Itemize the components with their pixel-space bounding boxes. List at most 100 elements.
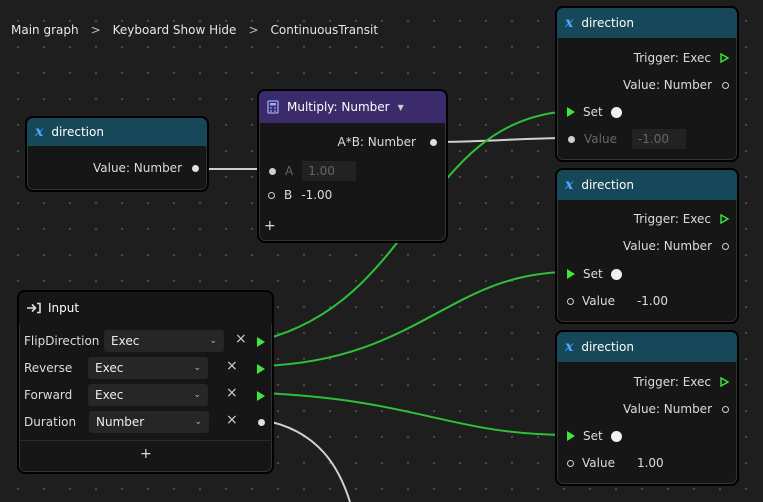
type-select-value: Number <box>96 415 145 429</box>
node-header[interactable]: x direction <box>557 8 737 38</box>
value-input-port[interactable] <box>568 135 575 143</box>
value-label: Value <box>582 456 615 470</box>
remove-row-button[interactable]: × <box>235 331 247 347</box>
input-arrow-icon <box>27 302 41 314</box>
node-title: direction <box>51 125 104 139</box>
divider <box>19 440 272 441</box>
direction-get-node[interactable]: x direction Value: Number <box>25 116 209 192</box>
set-label: Set <box>583 429 603 443</box>
node-title: Input <box>48 301 80 315</box>
value-input-port[interactable] <box>567 459 574 467</box>
value-label: Value <box>582 294 615 308</box>
number-output-port[interactable] <box>258 419 265 426</box>
set-input-port[interactable] <box>567 107 575 117</box>
wire-multiply-to-set1-value <box>430 137 571 143</box>
type-select[interactable]: Number ⌄ <box>89 411 209 433</box>
value-field: -1.00 <box>631 129 686 149</box>
chevron-down-icon: ⌄ <box>193 363 201 373</box>
value-output-label: Value: Number <box>622 402 712 416</box>
node-header[interactable]: Input <box>19 292 272 324</box>
value-output-port[interactable] <box>722 81 729 89</box>
wire-duration-out <box>261 419 351 502</box>
chevron-down-icon: ⌄ <box>209 336 217 346</box>
type-select-value: Exec <box>95 361 124 375</box>
value-field[interactable]: -1.00 <box>636 294 669 308</box>
value-field[interactable]: 1.00 <box>636 456 664 470</box>
breadcrumb-continuous-transit[interactable]: ContinuousTransit <box>270 23 379 37</box>
add-input-button[interactable]: + <box>140 446 152 462</box>
node-header[interactable]: x direction <box>27 118 207 146</box>
input-row-label: Duration <box>24 415 77 429</box>
trigger-label: Trigger: Exec <box>633 51 711 65</box>
trigger-output-port[interactable] <box>719 214 729 224</box>
value-output-port[interactable] <box>192 164 199 172</box>
set-label: Set <box>583 267 603 281</box>
direction-set-node[interactable]: x direction Trigger: Exec Value: Number … <box>555 168 739 324</box>
exec-output-port[interactable] <box>257 364 265 374</box>
variable-x-icon: x <box>35 124 44 140</box>
chevron-down-icon[interactable]: ▼ <box>397 102 404 112</box>
value-output-port[interactable] <box>722 242 729 250</box>
remove-row-button[interactable]: × <box>226 412 238 428</box>
breadcrumb-separator: > <box>90 23 101 37</box>
value-output-label: Value: Number <box>622 78 712 92</box>
breadcrumb-separator: > <box>248 23 259 37</box>
trigger-output-port[interactable] <box>719 53 729 63</box>
set-input-port[interactable] <box>567 269 575 279</box>
input-a-port[interactable] <box>269 167 276 175</box>
output-label: A*B: Number <box>337 135 416 149</box>
remove-row-button[interactable]: × <box>226 358 238 374</box>
value-label: Value <box>584 132 617 146</box>
remove-row-button[interactable]: × <box>226 385 238 401</box>
input-node[interactable]: Input FlipDirection Exec⌄ × Reverse Exec… <box>17 290 274 474</box>
trigger-label: Trigger: Exec <box>633 375 711 389</box>
exec-output-port[interactable] <box>257 337 265 347</box>
wire-forward-to-set3 <box>261 392 571 436</box>
direction-set-node[interactable]: x direction Trigger: Exec Value: Number … <box>555 330 739 486</box>
node-header[interactable]: Multiply: Number ▼ <box>259 91 446 123</box>
exec-output-port[interactable] <box>257 391 265 401</box>
chevron-down-icon: ⌄ <box>193 390 201 400</box>
variable-x-icon: x <box>565 339 574 355</box>
input-b-port[interactable] <box>268 191 275 199</box>
product-output-port[interactable] <box>430 138 437 146</box>
direction-set-node[interactable]: x direction Trigger: Exec Value: Number … <box>555 6 739 162</box>
breadcrumb-keyboard-show-hide[interactable]: Keyboard Show Hide <box>112 23 237 37</box>
breadcrumb-main-graph[interactable]: Main graph <box>11 23 79 37</box>
chevron-down-icon: ⌄ <box>194 417 202 427</box>
input-row-label: Reverse <box>24 361 73 375</box>
input-b-value[interactable]: -1.00 <box>301 188 333 202</box>
input-row-label: Forward <box>24 388 73 402</box>
node-title: direction <box>581 340 634 354</box>
type-select[interactable]: Exec ⌄ <box>104 330 224 352</box>
breadcrumb: Main graph > Keyboard Show Hide > Contin… <box>11 23 378 37</box>
variable-x-icon: x <box>565 15 574 31</box>
trigger-label: Trigger: Exec <box>633 212 711 226</box>
add-input-button[interactable]: + <box>264 218 276 234</box>
node-header[interactable]: x direction <box>557 170 737 200</box>
trigger-output-port[interactable] <box>719 377 729 387</box>
node-title: direction <box>581 16 634 30</box>
type-select[interactable]: Exec ⌄ <box>88 357 208 379</box>
set-input-port[interactable] <box>567 431 575 441</box>
set-toggle[interactable] <box>610 268 622 280</box>
input-a-value: 1.00 <box>302 161 357 181</box>
type-select[interactable]: Exec ⌄ <box>88 384 208 406</box>
variable-x-icon: x <box>565 177 574 193</box>
set-toggle[interactable] <box>610 430 622 442</box>
value-input-port[interactable] <box>567 297 574 305</box>
calculator-icon <box>267 100 279 114</box>
wire-reverse-to-set2 <box>261 271 571 367</box>
value-output-port[interactable] <box>722 405 729 413</box>
node-header[interactable]: x direction <box>557 332 737 362</box>
multiply-node[interactable]: Multiply: Number ▼ A*B: Number A 1.00 B … <box>257 89 448 243</box>
input-a-label: A <box>285 164 294 178</box>
input-b-label: B <box>284 188 293 202</box>
set-toggle[interactable] <box>610 106 622 118</box>
type-select-value: Exec <box>111 334 140 348</box>
type-select-value: Exec <box>95 388 124 402</box>
node-title: Multiply: Number <box>287 100 390 114</box>
output-label: Value: Number <box>92 161 182 175</box>
value-output-label: Value: Number <box>622 239 712 253</box>
node-title: direction <box>581 178 634 192</box>
